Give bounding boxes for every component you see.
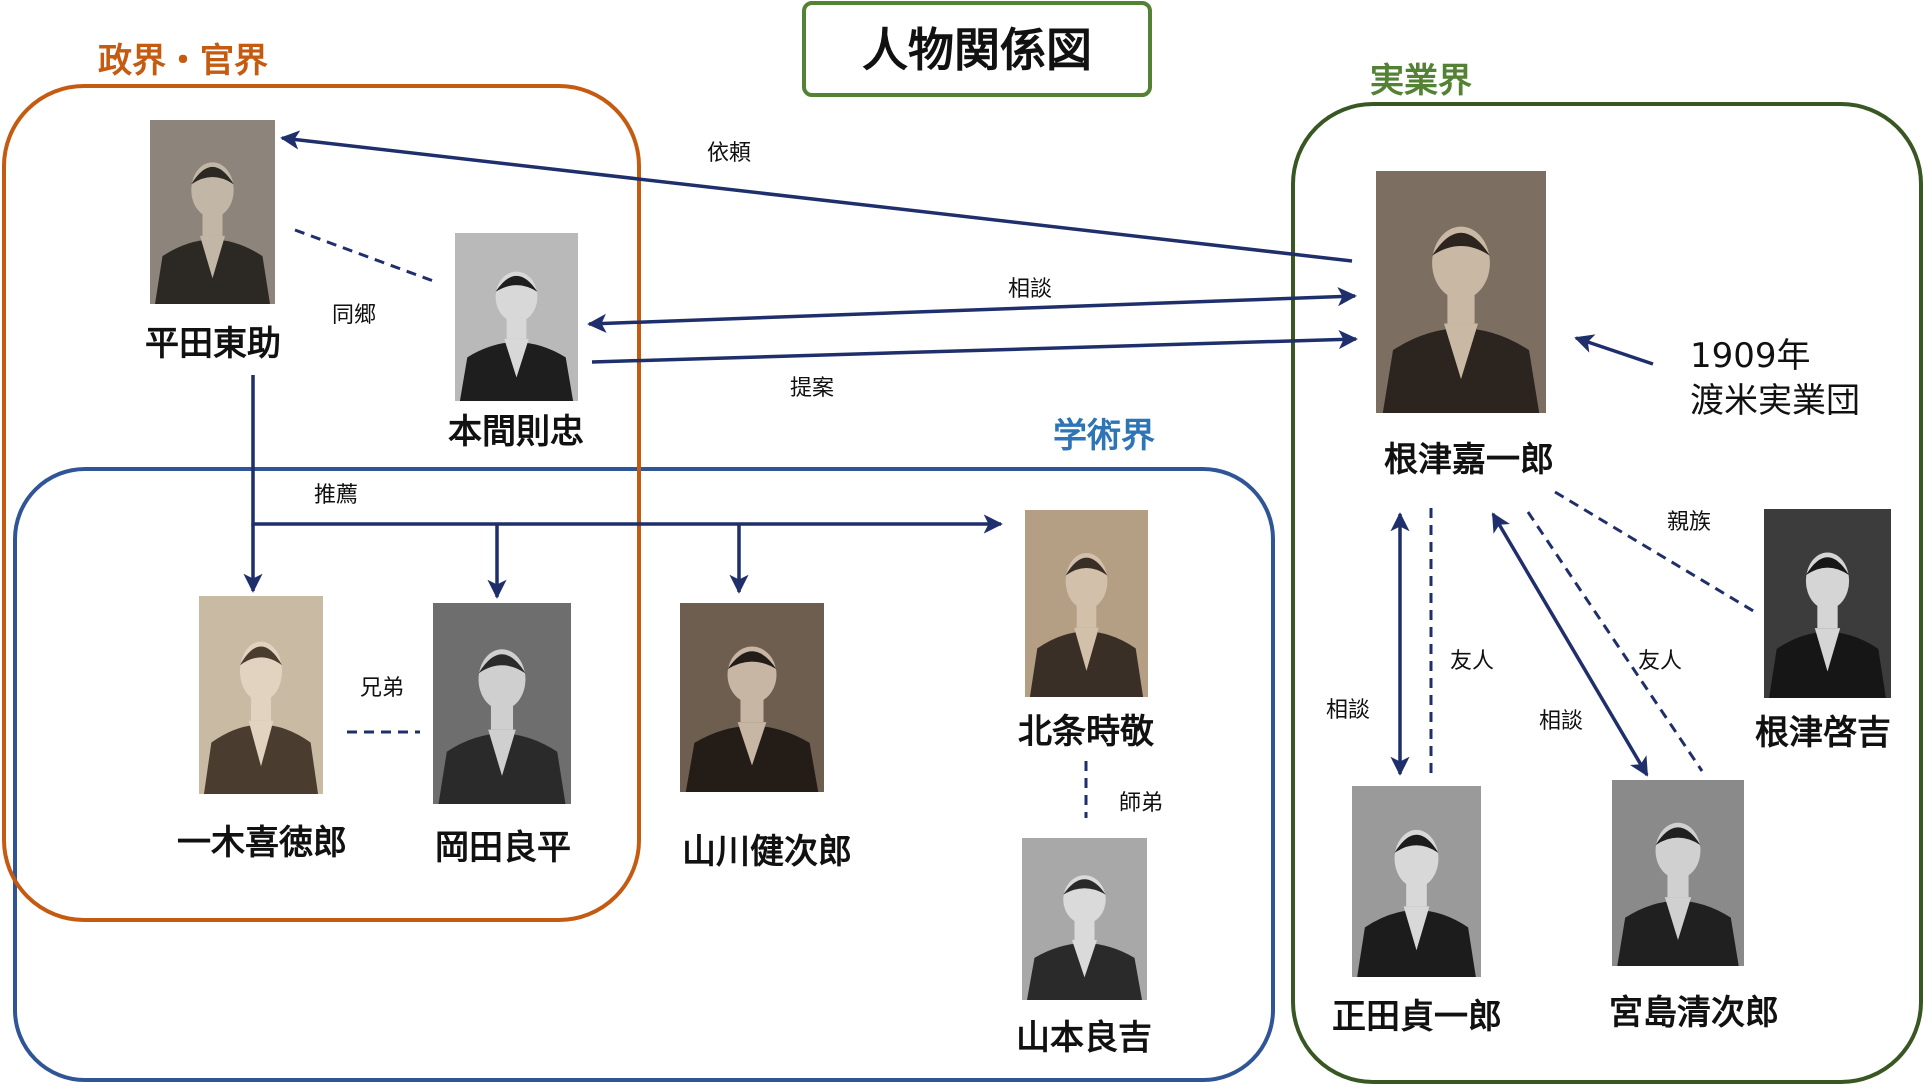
relation-label-request: 依頼 — [707, 141, 751, 166]
relation-label-consult-honma: 相談 — [1008, 277, 1052, 302]
relation-label-recommend: 推薦 — [314, 483, 358, 508]
relation-label-proposal: 提案 — [790, 376, 834, 401]
portrait-hair — [727, 651, 777, 670]
connector-friend-miyajima — [1526, 511, 1704, 772]
portrait-neck — [740, 697, 764, 723]
title-box — [802, 1, 1152, 97]
portrait-ichiki — [199, 596, 323, 794]
portrait-hirata — [150, 120, 275, 304]
portrait-collar — [1664, 897, 1692, 940]
portrait-hojo — [1025, 510, 1148, 697]
portrait-hair — [239, 646, 283, 666]
portrait-neck — [490, 703, 514, 730]
connector-relatives — [1554, 490, 1756, 614]
person-name-shoda: 正田貞一郎 — [1332, 997, 1502, 1037]
arrow-proposal — [591, 329, 1358, 364]
portrait-neck — [506, 317, 527, 339]
arrow-recommend-main — [251, 375, 1003, 534]
relation-label-hometown: 同郷 — [332, 303, 376, 328]
person-name-miyajima: 宮島清次郎 — [1609, 993, 1779, 1033]
portrait-neck — [1074, 919, 1095, 941]
relation-label-consult-shoda: 相談 — [1326, 698, 1370, 723]
person-name-yamamoto: 山本良吉 — [1016, 1018, 1152, 1058]
person-name-nezu: 根津嘉一郎 — [1384, 440, 1554, 480]
arrow-1909-delegation — [1574, 334, 1654, 366]
portrait-hair — [1394, 834, 1439, 853]
portrait-collar — [200, 235, 225, 279]
group-box-politics — [2, 84, 641, 922]
portrait-collar — [488, 729, 516, 776]
portrait-neck — [251, 695, 271, 721]
portrait-collar — [1072, 940, 1097, 978]
relation-label-mentor: 師弟 — [1119, 791, 1163, 816]
portrait-neck — [202, 212, 223, 236]
portrait-neck — [1667, 873, 1689, 898]
group-box-business — [1291, 102, 1923, 1084]
portrait-neck — [1406, 881, 1427, 907]
portrait-hair — [1805, 557, 1850, 576]
portrait-hair — [1063, 879, 1106, 895]
relation-label-brothers: 兄弟 — [360, 676, 404, 701]
portrait-collar — [504, 338, 529, 378]
portrait-hair — [495, 275, 538, 292]
portrait-hair — [1655, 827, 1701, 846]
portrait-hair — [1432, 232, 1490, 256]
portrait-neck — [1817, 603, 1838, 629]
arrow-consult-miyajima — [1491, 512, 1649, 777]
portrait-yamamoto — [1022, 838, 1147, 1000]
relation-label-consult-miyajima: 相談 — [1539, 709, 1583, 734]
person-name-hirata: 平田東助 — [145, 324, 281, 364]
person-name-yamakawa: 山川健次郎 — [682, 832, 852, 872]
person-name-hojo: 北条時敬 — [1018, 712, 1155, 752]
group-label-business: 実業界 — [1370, 61, 1472, 101]
note-event: 渡米実業団 — [1690, 381, 1860, 421]
portrait-shoda — [1352, 786, 1481, 977]
group-label-academia: 学術界 — [1053, 416, 1155, 456]
portrait-collar — [1403, 906, 1430, 951]
person-name-ichiki: 一木喜徳郎 — [177, 823, 347, 863]
arrow-consult-honma — [587, 287, 1357, 333]
note-year: 1909年 — [1690, 336, 1811, 376]
portrait-hair — [478, 654, 526, 674]
portrait-neck — [1076, 603, 1097, 628]
relation-label-friend-shoda: 友人 — [1450, 649, 1494, 674]
portrait-collar — [248, 720, 274, 767]
person-name-nezu-keikichi: 根津啓吉 — [1755, 713, 1891, 753]
portrait-honma — [455, 233, 578, 401]
portrait-hair — [191, 166, 234, 185]
group-label-politics: 政界・官界 — [98, 41, 268, 81]
portrait-nezu — [1376, 171, 1546, 413]
diagram-title: 人物関係図 — [862, 23, 1092, 77]
portrait-collar — [737, 722, 767, 766]
connector-hometown — [294, 228, 437, 284]
portrait-okada — [433, 603, 571, 804]
portrait-hair — [1065, 557, 1108, 576]
portrait-nezu-keikichi — [1764, 509, 1891, 698]
group-box-academia — [13, 467, 1275, 1082]
person-name-okada: 岡田良平 — [435, 828, 571, 868]
portrait-miyajima — [1612, 780, 1744, 966]
arrow-request — [280, 130, 1353, 263]
person-name-honma: 本間則忠 — [448, 412, 584, 452]
relation-label-relatives: 親族 — [1667, 510, 1711, 535]
portrait-collar — [1814, 628, 1841, 672]
portrait-collar — [1444, 323, 1478, 380]
portrait-collar — [1074, 627, 1099, 671]
relation-label-friend-miyajima: 友人 — [1638, 649, 1682, 674]
portrait-yamakawa — [680, 603, 824, 792]
